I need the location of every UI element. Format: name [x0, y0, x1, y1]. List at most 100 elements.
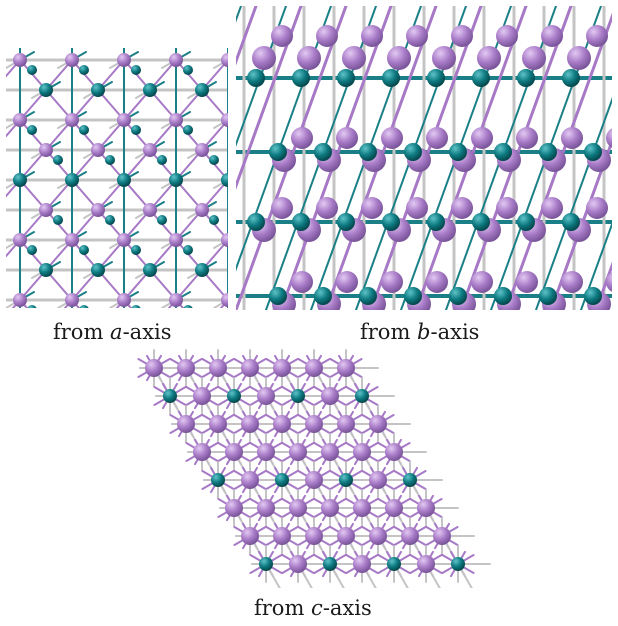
small-teal-atom: [13, 173, 27, 187]
large-purple-atom: [177, 359, 195, 377]
large-purple-atom: [117, 233, 131, 247]
large-purple-atom: [471, 127, 493, 149]
small-teal-atom: [337, 213, 355, 231]
small-teal-atom: [292, 69, 310, 87]
large-purple-atom: [143, 203, 157, 217]
large-purple-atom: [289, 555, 307, 573]
small-teal-atom: [195, 263, 209, 277]
caption-c-axis: from c-axis: [254, 596, 372, 620]
large-purple-atom: [385, 499, 403, 517]
small-teal-atom: [105, 215, 115, 225]
large-purple-atom: [225, 443, 243, 461]
small-teal-atom: [359, 287, 377, 305]
small-teal-atom: [131, 245, 141, 255]
large-purple-atom: [291, 271, 313, 293]
large-purple-atom: [496, 197, 518, 219]
caption-axis-letter: a: [110, 320, 123, 344]
large-purple-atom: [39, 143, 53, 157]
large-purple-atom: [91, 203, 105, 217]
large-purple-atom: [13, 113, 27, 127]
large-purple-atom: [417, 555, 435, 573]
large-purple-atom: [13, 293, 27, 307]
large-purple-atom: [241, 415, 259, 433]
small-teal-atom: [53, 155, 63, 165]
large-purple-atom: [321, 387, 339, 405]
small-teal-atom: [209, 155, 219, 165]
small-teal-atom: [517, 213, 535, 231]
large-purple-atom: [451, 197, 473, 219]
small-teal-atom: [91, 83, 105, 97]
small-teal-atom: [27, 125, 37, 135]
large-purple-atom: [209, 359, 227, 377]
small-teal-atom: [157, 155, 167, 165]
small-teal-atom: [27, 305, 37, 308]
small-teal-atom: [562, 213, 580, 231]
small-teal-atom: [359, 143, 377, 161]
caption-axis-letter: c: [311, 596, 323, 620]
small-teal-atom: [247, 69, 265, 87]
caption-a-axis: from a-axis: [53, 320, 172, 344]
small-teal-atom: [539, 143, 557, 161]
large-purple-atom: [336, 127, 358, 149]
panel-b-axis-view: [236, 6, 612, 310]
small-teal-atom: [387, 557, 401, 571]
small-teal-atom: [131, 65, 141, 75]
large-purple-atom: [353, 499, 371, 517]
small-teal-atom: [449, 143, 467, 161]
small-teal-atom: [539, 287, 557, 305]
large-purple-atom: [561, 271, 583, 293]
small-teal-atom: [337, 69, 355, 87]
large-purple-atom: [221, 113, 228, 127]
small-teal-atom: [79, 305, 89, 308]
large-purple-atom: [289, 443, 307, 461]
small-teal-atom: [79, 65, 89, 75]
caption-axis-letter: b: [417, 320, 431, 344]
crystal-structure-c: [137, 349, 491, 588]
caption-b-axis: from b-axis: [360, 320, 479, 344]
large-purple-atom: [337, 359, 355, 377]
large-purple-atom: [271, 197, 293, 219]
large-purple-atom: [221, 233, 228, 247]
large-purple-atom: [221, 53, 228, 67]
large-purple-atom: [606, 128, 612, 148]
large-purple-atom: [361, 25, 383, 47]
large-purple-atom: [353, 443, 371, 461]
large-purple-atom: [316, 25, 338, 47]
small-teal-atom: [211, 473, 225, 487]
large-purple-atom: [369, 527, 387, 545]
large-purple-atom: [516, 127, 538, 149]
large-purple-atom: [567, 46, 591, 70]
small-teal-atom: [143, 263, 157, 277]
large-purple-atom: [369, 415, 387, 433]
caption-suffix: -axis: [322, 596, 372, 620]
small-teal-atom: [195, 83, 209, 97]
large-purple-atom: [321, 499, 339, 517]
large-purple-atom: [257, 443, 275, 461]
large-purple-atom: [241, 527, 259, 545]
large-purple-atom: [369, 471, 387, 489]
large-purple-atom: [117, 113, 131, 127]
large-purple-atom: [342, 46, 366, 70]
large-purple-atom: [273, 527, 291, 545]
small-teal-atom: [183, 305, 193, 308]
small-teal-atom: [105, 155, 115, 165]
small-teal-atom: [404, 287, 422, 305]
large-purple-atom: [316, 197, 338, 219]
small-teal-atom: [269, 143, 287, 161]
large-purple-atom: [193, 387, 211, 405]
large-purple-atom: [177, 415, 195, 433]
large-purple-atom: [426, 271, 448, 293]
small-teal-atom: [269, 287, 287, 305]
large-purple-atom: [361, 197, 383, 219]
small-teal-atom: [157, 215, 167, 225]
small-teal-atom: [131, 125, 141, 135]
small-teal-atom: [314, 287, 332, 305]
small-teal-atom: [163, 389, 177, 403]
large-purple-atom: [385, 443, 403, 461]
small-teal-atom: [314, 143, 332, 161]
large-purple-atom: [433, 527, 451, 545]
large-purple-atom: [337, 527, 355, 545]
large-purple-atom: [289, 499, 307, 517]
small-teal-atom: [27, 245, 37, 255]
large-purple-atom: [13, 53, 27, 67]
